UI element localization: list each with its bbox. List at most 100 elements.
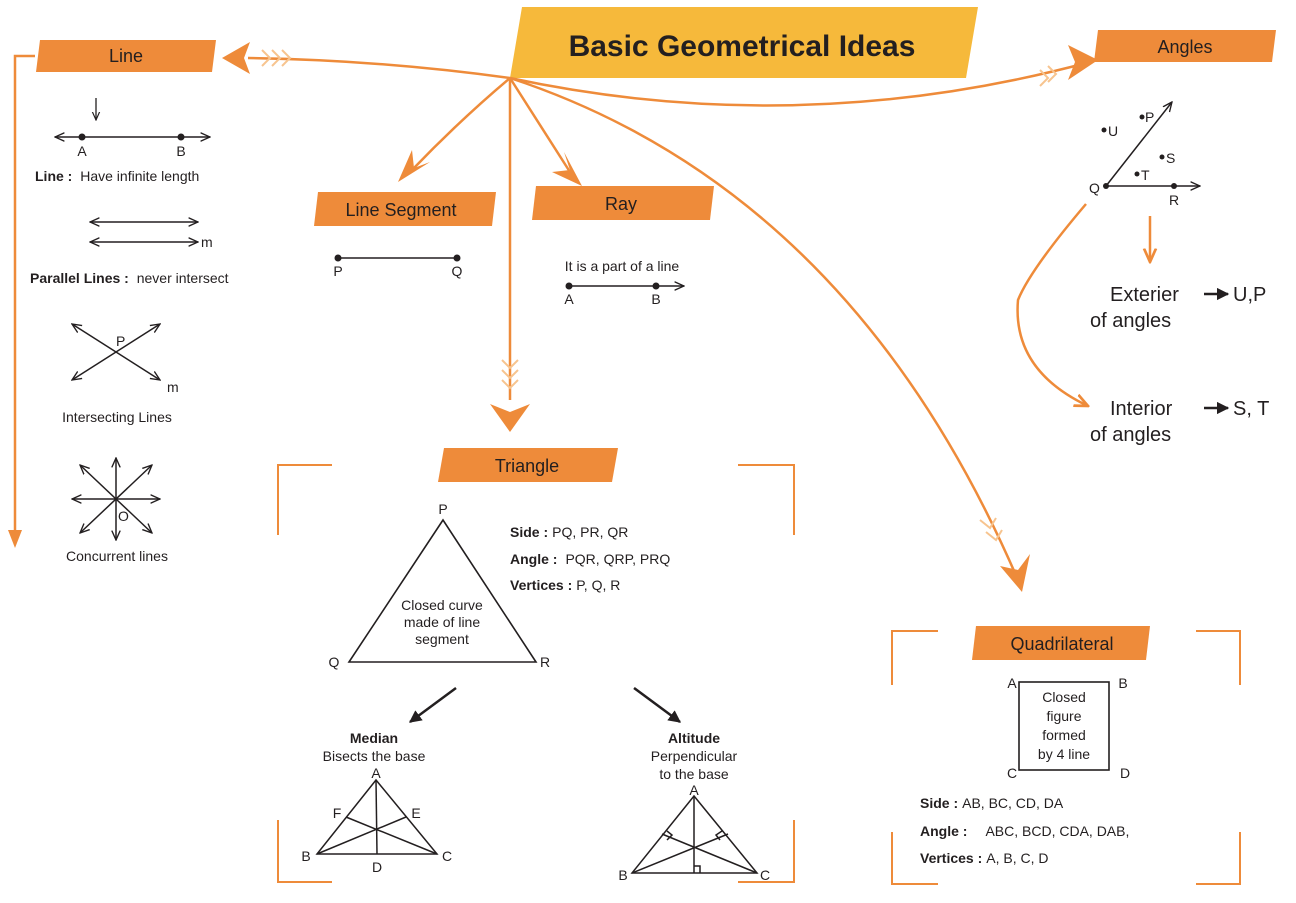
arrowhead-angles-icon bbox=[1068, 45, 1098, 80]
triangle-header-bg bbox=[438, 448, 618, 482]
ray-label-a: A bbox=[564, 291, 574, 307]
ray-header: Ray bbox=[605, 194, 637, 214]
triangle-section: Triangle P Q R Closed curve made of line… bbox=[277, 448, 795, 883]
quadrilateral-angles: Angle :ABC, BCD, CDA, DAB, bbox=[920, 823, 1129, 839]
exterior-line-1: Exterier bbox=[1110, 284, 1179, 306]
svg-text:A: A bbox=[1007, 675, 1017, 691]
line-header-bg bbox=[36, 40, 216, 72]
triangle-frame bbox=[277, 464, 795, 883]
altitude-title: Altitude bbox=[668, 730, 720, 746]
quadrilateral-sides: Side :AB, BC, CD, DA bbox=[920, 795, 1064, 811]
arrowhead-ray-icon bbox=[552, 152, 582, 186]
concurrent-lines-figure bbox=[72, 458, 160, 540]
connector-quadrilateral bbox=[509, 76, 1020, 581]
svg-text:C: C bbox=[442, 848, 452, 864]
svg-text:B: B bbox=[618, 867, 627, 883]
ray-section: Ray It is a part of a line A B bbox=[532, 186, 714, 307]
ray-caption: It is a part of a line bbox=[565, 258, 680, 274]
triangle-inside-1: Closed curve bbox=[401, 597, 483, 613]
feather-marks-icon bbox=[261, 49, 1058, 542]
angle-point-t: T bbox=[1141, 167, 1150, 183]
line-header: Line bbox=[109, 46, 143, 66]
triangle-label-p: P bbox=[438, 501, 447, 517]
svg-text:A: A bbox=[371, 765, 381, 781]
triangle-label-r: R bbox=[540, 654, 550, 670]
altitude-text-1: Perpendicular bbox=[651, 748, 738, 764]
line-segment-header-bg bbox=[314, 192, 496, 226]
ray-label-b: B bbox=[651, 291, 660, 307]
median-figure bbox=[315, 778, 439, 855]
concurrent-point-label: O bbox=[118, 508, 129, 524]
svg-text:figure: figure bbox=[1046, 708, 1081, 724]
median-title: Median bbox=[350, 730, 398, 746]
line-side-connector bbox=[13, 54, 35, 540]
segment-label-p: P bbox=[333, 263, 342, 279]
svg-text:B: B bbox=[1118, 675, 1127, 691]
quadrilateral-header-bg bbox=[972, 626, 1150, 660]
page-title: Basic Geometrical Ideas bbox=[569, 30, 916, 63]
triangle-angles: Angle :PQR, QRP, PRQ bbox=[510, 551, 670, 567]
svg-text:C: C bbox=[1007, 765, 1017, 781]
connector-arrowheads bbox=[8, 42, 1098, 592]
segment-point-q bbox=[453, 254, 461, 262]
ray-point-a bbox=[565, 282, 573, 290]
connectors bbox=[13, 54, 1091, 581]
interior-line-1: Interior bbox=[1110, 398, 1173, 420]
arrowhead-triangle-icon bbox=[490, 404, 530, 432]
svg-text:Closed: Closed bbox=[1042, 689, 1086, 705]
angles-curve-arrow-icon bbox=[1016, 203, 1088, 406]
svg-text:A: A bbox=[689, 782, 699, 798]
connector-ray bbox=[508, 77, 572, 173]
altitude-figure bbox=[630, 794, 759, 874]
angle-point-u: U bbox=[1108, 123, 1118, 139]
connector-line bbox=[247, 56, 511, 80]
ray-point-b bbox=[652, 282, 660, 290]
arrowhead-line-icon bbox=[222, 42, 250, 74]
triangle-sides: Side :PQ, PR, QR bbox=[510, 524, 628, 540]
intersecting-line-2 bbox=[72, 324, 160, 380]
quadrilateral-abcd bbox=[1018, 681, 1110, 771]
angles-header-bg bbox=[1094, 30, 1276, 62]
angle-point-r: R bbox=[1169, 192, 1179, 208]
line-section: Line A B Line : Have infinite length m P… bbox=[30, 40, 229, 564]
angles-section: Angles U P S T Q R Exterier of angles U,… bbox=[1016, 30, 1276, 446]
svg-text:by 4 line: by 4 line bbox=[1038, 746, 1090, 762]
parallel-label-m: m bbox=[201, 234, 213, 250]
quadrilateral-section: Quadrilateral A B C D Closed figure form… bbox=[891, 626, 1241, 885]
angle-arm-qp bbox=[1105, 102, 1172, 187]
point-a bbox=[78, 133, 86, 141]
interior-points: S, T bbox=[1233, 398, 1269, 420]
quadrilateral-vertices: Vertices :A, B, C, D bbox=[920, 850, 1049, 866]
connector-angles bbox=[509, 60, 1091, 107]
concurrent-caption: Concurrent lines bbox=[66, 548, 168, 564]
exterior-line-2: of angles bbox=[1090, 310, 1171, 332]
triangle-inside-3: segment bbox=[415, 631, 469, 647]
exterior-points: U,P bbox=[1233, 284, 1266, 306]
arrowhead-down-icon bbox=[8, 530, 22, 548]
line-segment-section: Line Segment P Q bbox=[314, 192, 496, 279]
interior-line-2: of angles bbox=[1090, 424, 1171, 446]
connector-line-segment bbox=[411, 77, 511, 171]
svg-text:D: D bbox=[372, 859, 382, 875]
line-point-b: B bbox=[176, 143, 185, 159]
triangle-header: Triangle bbox=[495, 456, 559, 476]
parallel-definition: Parallel Lines : never intersect bbox=[30, 270, 229, 286]
quadrilateral-frame bbox=[891, 630, 1241, 885]
median-arrow-icon bbox=[408, 686, 457, 724]
intersecting-caption: Intersecting Lines bbox=[62, 409, 172, 425]
ray-header-bg bbox=[532, 186, 714, 220]
point-b bbox=[177, 133, 185, 141]
median-text: Bisects the base bbox=[323, 748, 426, 764]
segment-label-q: Q bbox=[452, 263, 463, 279]
line-definition: Line : Have infinite length bbox=[35, 168, 199, 184]
triangle-pqr bbox=[347, 518, 538, 663]
intersect-point-label: P bbox=[116, 333, 125, 349]
svg-text:formed: formed bbox=[1042, 727, 1086, 743]
angles-header: Angles bbox=[1157, 37, 1212, 57]
triangle-vertices: Vertices :P, Q, R bbox=[510, 577, 620, 593]
angle-point-q: Q bbox=[1089, 180, 1100, 196]
altitude-text-2: to the base bbox=[659, 766, 728, 782]
triangle-label-q: Q bbox=[329, 654, 340, 670]
altitude-arrow-icon bbox=[633, 686, 682, 724]
segment-point-p bbox=[334, 254, 342, 262]
